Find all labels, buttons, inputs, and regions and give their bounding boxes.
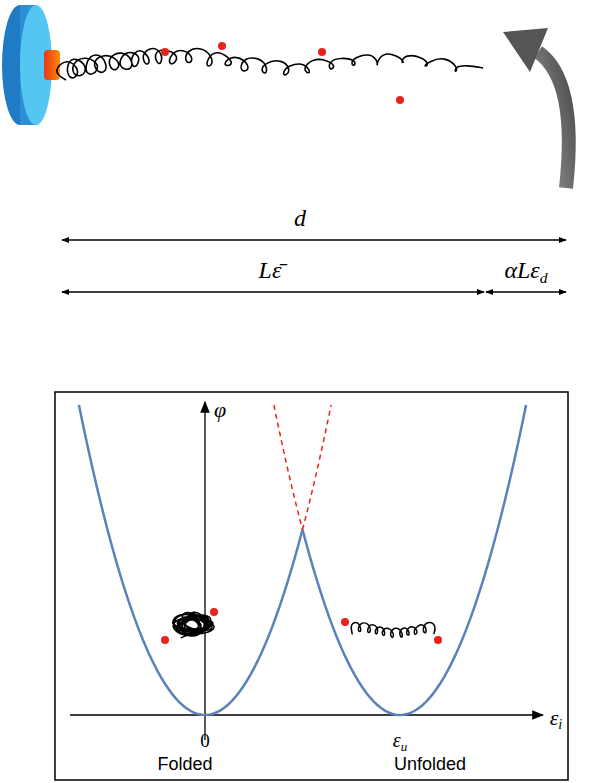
marker-dot [210,608,218,616]
dimension-line [62,239,566,241]
plot-frame [55,392,568,780]
dimension-label: αLεd [504,258,547,282]
marker-dot [218,42,226,50]
energy-curves [79,405,526,715]
marker-dot [161,636,169,644]
chain-sketches [161,608,442,644]
dimension-line [62,291,484,293]
dimension-label: Lε̄ [259,258,282,282]
folded-well [79,405,303,715]
dimension-line [486,291,566,293]
marker-dot [341,618,349,626]
polymer-chain [57,42,483,104]
state-label: Folded [157,755,212,773]
axis-label: εi [550,707,563,729]
x-axis [70,714,543,715]
pulling-arrow [503,28,569,188]
unfolded-well [303,405,527,715]
attachment [44,50,60,80]
marker-dot [396,96,404,104]
chain-path [57,48,483,80]
dashed-continuation [274,405,303,530]
tick-label: εu [393,730,407,750]
marker-dot [318,48,326,56]
y-axis [204,402,205,740]
marker-dot [161,48,169,56]
disc [2,5,60,125]
marker-dot [434,636,442,644]
folded-chain [173,612,214,638]
dimension-label: d [294,206,306,230]
unfolded-chain [351,622,435,637]
tick-label: 0 [200,731,210,750]
axis-label: φ [214,399,226,421]
state-label: Unfolded [394,755,466,773]
dashed-continuation [303,405,332,530]
